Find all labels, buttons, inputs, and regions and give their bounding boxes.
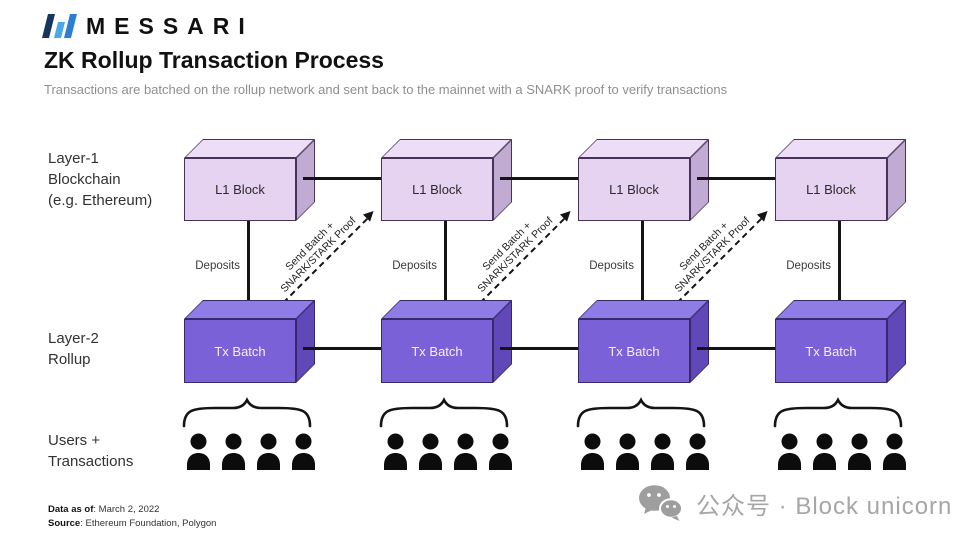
user-icon	[776, 433, 803, 473]
users-group	[382, 433, 514, 473]
layer2-label-line: Layer-2	[48, 330, 99, 347]
tx-batch-block: Tx Batch	[578, 319, 690, 383]
tx-connector-line	[697, 347, 778, 350]
tx-batch-block: Tx Batch	[184, 319, 296, 383]
diagram-column: L1 Block Deposits Send Batch + SNARK/STA…	[379, 130, 593, 490]
layer2-row-label: Layer-2 Rollup	[48, 328, 99, 370]
l1-block: L1 Block	[381, 158, 493, 221]
tx-batch-top-face	[381, 300, 512, 319]
user-icon	[649, 433, 676, 473]
l1-block-top-face	[578, 139, 709, 158]
tx-batch-label: Tx Batch	[411, 343, 463, 359]
users-group	[185, 433, 317, 473]
deposits-arrow-line	[247, 221, 250, 303]
deposits-arrow-line	[444, 221, 447, 303]
logo-bar	[64, 14, 77, 38]
users-brace	[773, 397, 903, 428]
l1-connector-line	[303, 177, 384, 180]
l1-block-label: L1 Block	[215, 182, 265, 197]
send-batch-arrow: Send Batch + SNARK/STARK Proof	[472, 207, 575, 311]
users-group	[579, 433, 711, 473]
user-icon	[255, 433, 282, 473]
users-row-label: Users + Transactions	[48, 430, 133, 472]
diagram-column: L1 Block Deposits Send Batch + SNARK/STA…	[182, 130, 396, 490]
data-as-of-line: Data as of: March 2, 2022	[48, 503, 216, 517]
layer1-row-label: Layer-1 Blockchain (e.g. Ethereum)	[48, 148, 152, 211]
tx-batch-block: Tx Batch	[381, 319, 493, 383]
messari-logo: MESSARI	[42, 12, 254, 40]
user-icon	[881, 433, 908, 473]
deposits-arrow-line	[838, 221, 841, 303]
user-icon	[417, 433, 444, 473]
watermark: 公众号 · Block unicorn	[638, 484, 952, 522]
user-icon	[614, 433, 641, 473]
tx-batch-label: Tx Batch	[214, 343, 266, 359]
user-icon	[846, 433, 873, 473]
users-brace	[576, 397, 706, 428]
l1-block-top-face	[184, 139, 315, 158]
l1-connector-line	[500, 177, 581, 180]
source-value: : Ethereum Foundation, Polygon	[80, 518, 217, 529]
layer1-label-line: (e.g. Ethereum)	[48, 192, 153, 209]
users-label-line: Transactions	[48, 453, 134, 470]
l1-block: L1 Block	[578, 158, 690, 221]
user-icon	[452, 433, 479, 473]
page-title: ZK Rollup Transaction Process	[44, 47, 384, 73]
l1-block-top-face	[381, 139, 512, 158]
users-brace	[379, 397, 509, 428]
l1-block: L1 Block	[184, 158, 296, 221]
tx-batch-top-face	[775, 300, 906, 319]
user-icon	[684, 433, 711, 473]
send-batch-arrow: Send Batch + SNARK/STARK Proof	[275, 207, 378, 311]
tx-batch-top-face	[184, 300, 315, 319]
source-label: Source	[48, 518, 81, 529]
logo-bar	[54, 22, 65, 38]
page-subtitle: Transactions are batched on the rollup n…	[44, 82, 728, 97]
l1-block-label: L1 Block	[412, 182, 462, 197]
user-icon	[487, 433, 514, 473]
data-as-of-value: : March 2, 2022	[93, 504, 160, 515]
users-brace	[182, 397, 312, 428]
l1-block-label: L1 Block	[806, 182, 856, 197]
user-icon	[579, 433, 606, 473]
users-group	[776, 433, 908, 473]
user-icon	[220, 433, 247, 473]
tx-batch-label: Tx Batch	[805, 343, 857, 359]
user-icon	[382, 433, 409, 473]
tx-batch-label: Tx Batch	[608, 343, 660, 359]
tx-connector-line	[303, 347, 384, 350]
wechat-icon	[639, 485, 683, 521]
deposits-label: Deposits	[589, 260, 634, 272]
l1-connector-line	[697, 177, 778, 180]
tx-batch-block: Tx Batch	[775, 319, 887, 383]
source-line: Source: Ethereum Foundation, Polygon	[48, 517, 216, 531]
l1-block: L1 Block	[775, 158, 887, 221]
user-icon	[811, 433, 838, 473]
diagram-column: L1 Block Deposits Tx Batch	[773, 130, 972, 490]
watermark-text: 公众号 · Block unicorn	[696, 492, 953, 520]
deposits-arrow-line	[641, 221, 644, 303]
diagram-column: L1 Block Deposits Send Batch + SNARK/STA…	[576, 130, 790, 490]
layer1-label-line: Blockchain	[48, 171, 121, 188]
send-batch-arrow: Send Batch + SNARK/STARK Proof	[669, 207, 772, 311]
l1-block-label: L1 Block	[609, 182, 659, 197]
layer2-label-line: Rollup	[48, 351, 91, 368]
user-icon	[290, 433, 317, 473]
data-as-of-label: Data as of	[48, 504, 94, 515]
logo-bar	[42, 14, 55, 38]
deposits-label: Deposits	[786, 260, 831, 272]
tx-batch-top-face	[578, 300, 709, 319]
layer1-label-line: Layer-1	[48, 150, 99, 167]
brand-name: MESSARI	[86, 12, 254, 39]
l1-block-top-face	[775, 139, 906, 158]
user-icon	[185, 433, 212, 473]
messari-logo-icon	[42, 12, 77, 40]
users-label-line: Users +	[48, 432, 101, 449]
tx-connector-line	[500, 347, 581, 350]
deposits-label: Deposits	[195, 260, 240, 272]
footer-source-note: Data as of: March 2, 2022 Source: Ethere…	[48, 503, 216, 531]
deposits-label: Deposits	[392, 260, 437, 272]
